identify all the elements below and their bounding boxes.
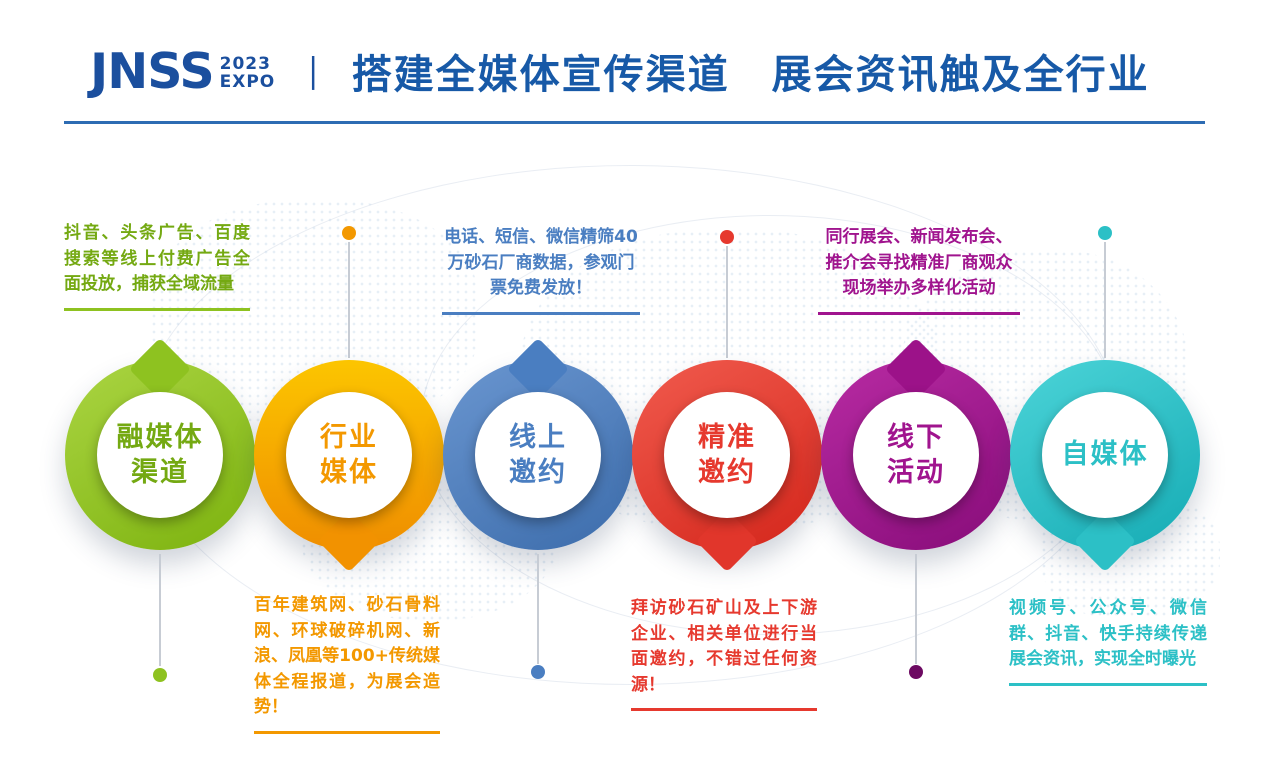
channel-self-media-description: 视频号、公众号、微信群、抖音、快手持续传递展会资讯，实现全时曝光	[1009, 596, 1207, 686]
connector-line	[726, 246, 728, 358]
description-underline	[442, 311, 640, 315]
connector-line	[915, 554, 917, 664]
channel-offline-activities-pin: 线下 活动	[821, 337, 1011, 550]
channel-integrated-media-description: 抖音、头条广告、百度搜索等线上付费广告全面投放，捕获全域流量	[64, 221, 250, 311]
label-line: 线上	[509, 421, 567, 453]
logo-year: 2023	[219, 54, 271, 75]
label-line: 渠道	[131, 457, 189, 488]
connector-dot	[720, 230, 734, 244]
connector-line	[537, 554, 539, 664]
label-line: 活动	[887, 457, 945, 488]
label-line: 自媒体	[1061, 439, 1149, 471]
description-text: 抖音、头条广告、百度搜索等线上付费广告全面投放，捕获全域流量	[64, 223, 250, 294]
label-line: 邀约	[698, 457, 756, 488]
description-text: 百年建筑网、砂石骨料网、环球破碎机网、新浪、凤凰等100+传统媒体全程报道，为展…	[254, 595, 440, 717]
channel-industry-media-label: 行业 媒体	[286, 392, 412, 518]
description-underline	[254, 730, 440, 734]
description-underline	[818, 311, 1020, 315]
connector-dot	[153, 668, 167, 682]
connector-line	[159, 554, 161, 666]
channel-integrated-media-pin: 融媒体 渠道	[65, 337, 255, 550]
channel-precise-invitation-pin: 精准 邀约	[632, 360, 822, 573]
logo-jnss: JNSS	[90, 42, 215, 100]
label-line: 精准	[698, 421, 756, 453]
header-separator: |	[309, 51, 318, 91]
description-underline	[631, 708, 817, 711]
channel-integrated-media-label: 融媒体 渠道	[97, 392, 223, 518]
logo-year-expo: 2023 EXPO	[219, 54, 276, 92]
description-underline	[64, 307, 250, 311]
connector-dot	[909, 665, 923, 679]
description-text: 视频号、公众号、微信群、抖音、快手持续传递展会资讯，实现全时曝光	[1009, 598, 1207, 669]
channel-precise-invitation-label: 精准 邀约	[664, 392, 790, 518]
header-divider	[64, 121, 1205, 124]
description-text: 拜访砂石矿山及上下游企业、相关单位进行当面邀约，不错过任何资源！	[631, 598, 817, 695]
label-line: 线下	[887, 421, 945, 453]
description-underline	[1009, 682, 1207, 686]
channel-self-media-label: 自媒体	[1042, 392, 1168, 518]
channel-precise-invitation-description: 拜访砂石矿山及上下游企业、相关单位进行当面邀约，不错过任何资源！	[631, 596, 817, 711]
channel-self-media-pin: 自媒体	[1010, 360, 1200, 573]
channel-online-invitation-label: 线上 邀约	[475, 392, 601, 518]
connector-line	[348, 242, 350, 358]
label-line: 融媒体	[116, 421, 204, 453]
connector-line	[1104, 242, 1106, 358]
channel-offline-activities-description: 同行展会、新闻发布会、推介会寻找精准厂商观众现场举办多样化活动	[818, 225, 1020, 315]
header: JNSS 2023 EXPO | 搭建全媒体宣传渠道 展会资讯触及全行业	[90, 42, 1150, 100]
channel-offline-activities-label: 线下 活动	[853, 392, 979, 518]
channel-online-invitation-description: 电话、短信、微信精筛40万砂石厂商数据，参观门票免费发放！	[442, 225, 640, 315]
label-line: 媒体	[320, 457, 378, 488]
channel-online-invitation-pin: 线上 邀约	[443, 337, 633, 550]
channel-industry-media-pin: 行业 媒体	[254, 360, 444, 573]
connector-dot	[1098, 226, 1112, 240]
connector-dot	[342, 226, 356, 240]
description-text: 同行展会、新闻发布会、推介会寻找精准厂商观众现场举办多样化活动	[825, 227, 1013, 298]
description-text: 电话、短信、微信精筛40万砂石厂商数据，参观门票免费发放！	[444, 227, 638, 298]
channel-industry-media-description: 百年建筑网、砂石骨料网、环球破碎机网、新浪、凤凰等100+传统媒体全程报道，为展…	[254, 593, 440, 734]
logo-expo: EXPO	[219, 72, 276, 92]
page-title: 搭建全媒体宣传渠道 展会资讯触及全行业	[351, 52, 1150, 98]
label-line: 行业	[320, 421, 378, 453]
label-line: 邀约	[509, 457, 567, 488]
connector-dot	[531, 665, 545, 679]
